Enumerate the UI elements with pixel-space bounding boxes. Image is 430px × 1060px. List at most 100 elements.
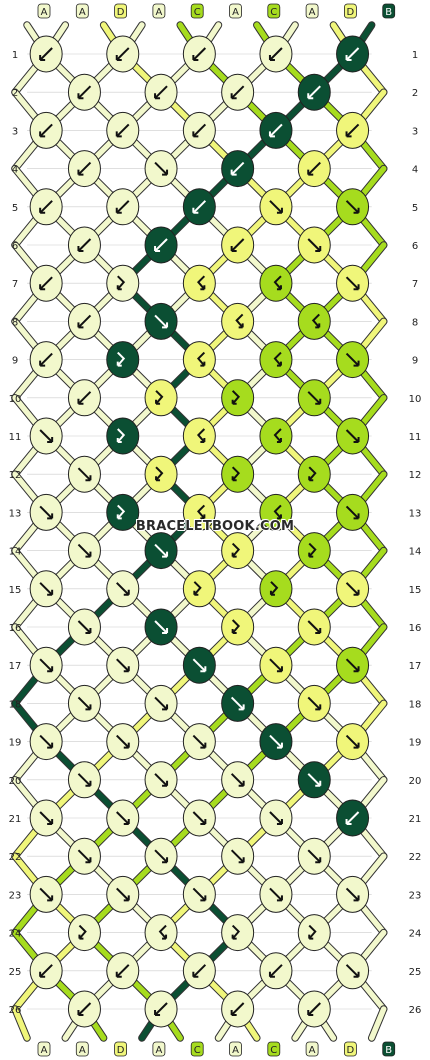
arrowhead-icon — [85, 780, 92, 787]
knot — [297, 837, 331, 875]
arrowhead-icon — [192, 131, 199, 138]
row-number-left: 2 — [12, 88, 18, 99]
knot — [67, 379, 101, 417]
arrowhead-icon — [192, 207, 199, 214]
knot — [106, 952, 140, 990]
string-label-top: B — [385, 7, 392, 18]
knot — [29, 723, 63, 761]
knot — [221, 990, 255, 1028]
knot-arrow-icon — [231, 924, 241, 940]
row-number-left: 3 — [12, 126, 18, 137]
knot — [144, 761, 178, 799]
knot-arrow-icon — [39, 658, 53, 672]
string-label-top: C — [194, 7, 201, 18]
string-label-bottom-box — [75, 1041, 89, 1057]
arrowhead-icon — [155, 476, 161, 482]
knot — [297, 761, 331, 799]
arrowhead-icon — [308, 476, 314, 482]
knot-arrow-icon — [307, 620, 321, 634]
string-label-bottom-box — [229, 1041, 242, 1057]
knot-arrow-icon — [192, 123, 207, 138]
knot-arrow-icon — [307, 85, 321, 99]
knot — [144, 226, 178, 264]
string-label-top-box — [75, 3, 89, 19]
knot-arrow-icon — [345, 734, 360, 749]
knot-arrow-icon — [235, 313, 244, 329]
knot-arrow-icon — [116, 351, 126, 367]
knot — [182, 188, 216, 226]
knot — [259, 493, 293, 531]
arrowhead-icon — [116, 438, 122, 443]
knot-arrow-icon — [39, 276, 53, 290]
arrowhead-icon — [230, 93, 237, 100]
knot-arrow-icon — [230, 238, 245, 252]
arrowhead-icon — [47, 742, 54, 749]
knot-arrow-icon — [154, 238, 168, 252]
arrowhead-icon — [276, 514, 282, 520]
row-number-right: 14 — [409, 547, 422, 558]
arrowhead-icon — [345, 819, 352, 825]
knot-arrow-icon — [192, 964, 207, 978]
knot-arrow-icon — [193, 581, 202, 596]
knot-arrow-icon — [231, 619, 241, 634]
arrowhead-icon — [230, 1010, 237, 1016]
row-number-right: 19 — [409, 738, 422, 749]
knot-arrow-icon — [154, 849, 168, 863]
knot — [182, 341, 216, 379]
arrowhead-icon — [116, 361, 122, 367]
knot-arrow-icon — [77, 543, 92, 558]
knot — [106, 417, 140, 455]
knot — [221, 455, 255, 493]
row-number-left: 4 — [12, 165, 18, 176]
knot — [182, 799, 216, 837]
knot-arrow-icon — [308, 924, 317, 940]
knot-arrow-icon — [307, 696, 321, 711]
knot — [67, 608, 101, 646]
strand-segment — [12, 1006, 30, 1041]
knot-arrow-icon — [77, 238, 92, 252]
string-label-bottom: D — [117, 1045, 125, 1056]
string-label-top: C — [270, 7, 277, 18]
arrowhead-icon — [123, 589, 130, 596]
arrowhead-icon — [353, 284, 360, 291]
knot-arrow-icon — [116, 428, 126, 443]
arrowhead-icon — [77, 246, 84, 252]
string-label-top-box — [343, 3, 357, 19]
arrowhead-icon — [115, 207, 122, 214]
knot — [336, 570, 370, 608]
knot-arrow-icon — [77, 849, 92, 863]
row-number-left: 6 — [12, 241, 18, 252]
knot — [106, 111, 140, 149]
knot — [144, 990, 178, 1028]
knot — [29, 570, 63, 608]
knot — [29, 799, 63, 837]
string-label-top-box — [267, 3, 281, 19]
arrowhead-icon — [315, 780, 322, 787]
knot-arrow-icon — [273, 351, 282, 367]
knot — [297, 226, 331, 264]
knot — [336, 188, 370, 226]
knot — [67, 761, 101, 799]
arrowhead-icon — [115, 55, 122, 61]
knot-arrow-icon — [307, 391, 321, 405]
knot-arrow-icon — [116, 658, 130, 672]
string-label-bottom: A — [232, 1045, 239, 1056]
knot — [297, 684, 331, 722]
knot-arrow-icon — [308, 466, 317, 481]
arrowhead-icon — [353, 437, 360, 443]
knot — [29, 341, 63, 379]
string-label-top: A — [155, 7, 162, 18]
knot — [67, 73, 101, 111]
row-number-left: 26 — [9, 1005, 22, 1016]
arrowhead-icon — [85, 475, 92, 482]
knot-arrow-icon — [116, 275, 126, 290]
knot-arrow-icon — [311, 313, 321, 329]
row-number-right: 5 — [412, 203, 418, 214]
knot-arrow-icon — [196, 504, 206, 520]
row-number-left: 23 — [9, 890, 22, 901]
knot-arrow-icon — [116, 887, 130, 902]
knot — [297, 608, 331, 646]
arrowhead-icon — [353, 895, 360, 902]
knot-arrow-icon — [155, 466, 164, 481]
